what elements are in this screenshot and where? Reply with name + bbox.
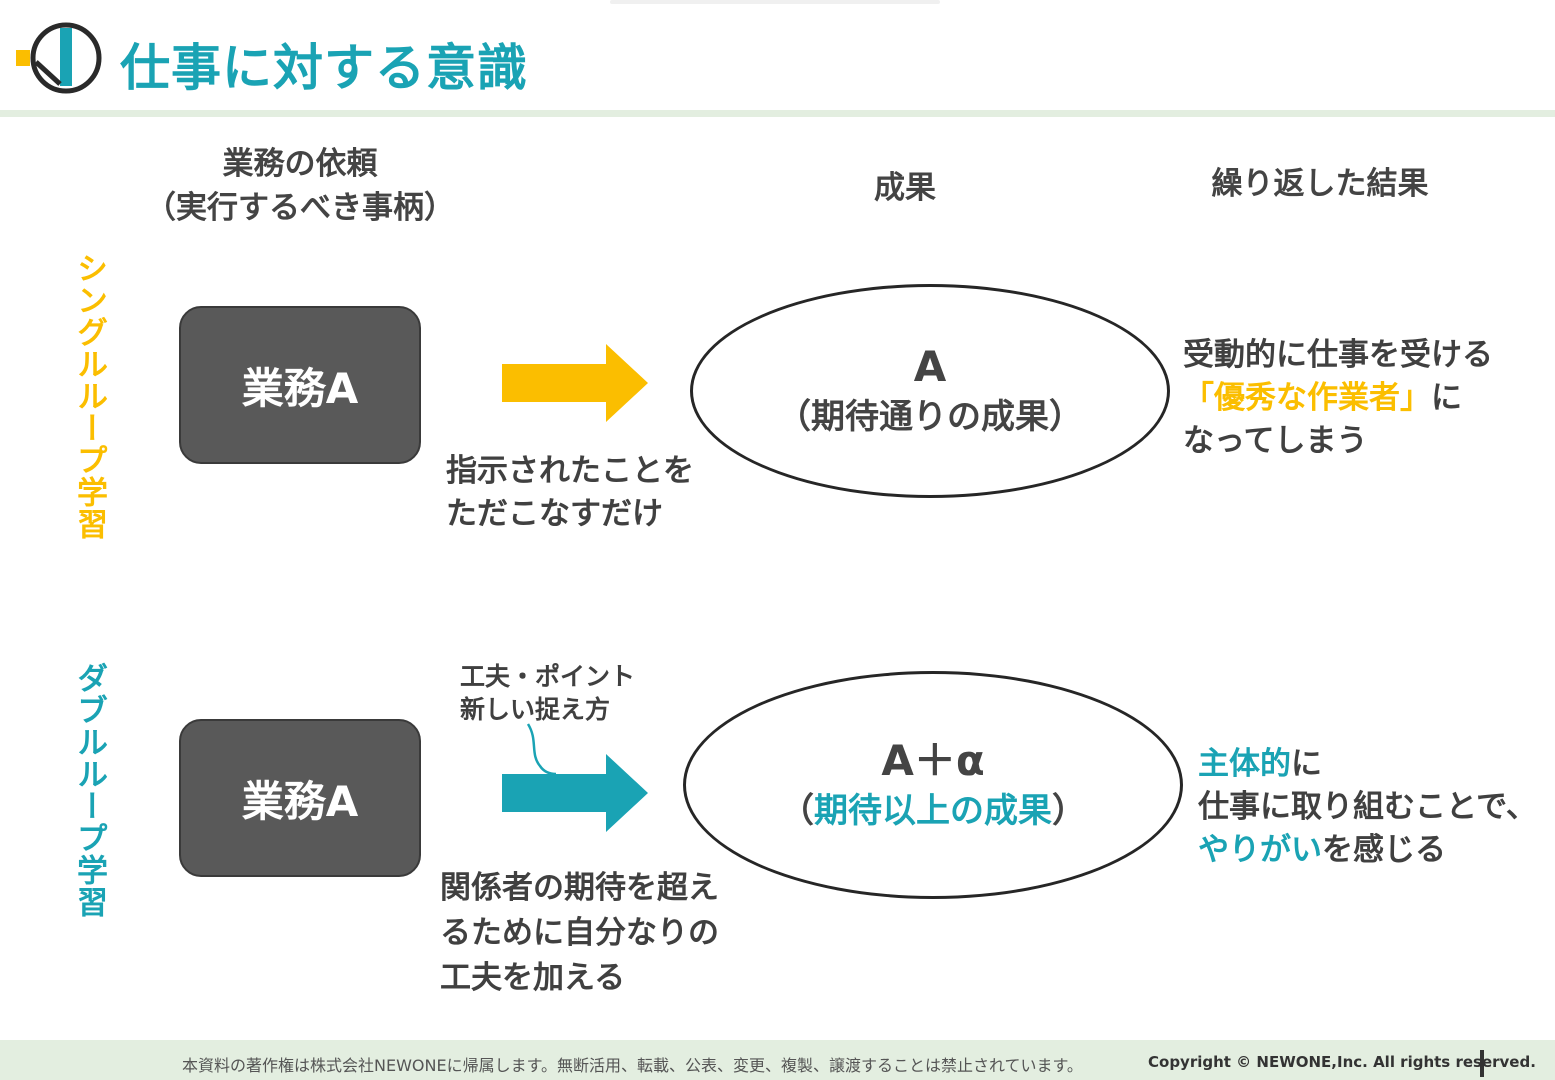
double-loop-outcome-line1: 主体的に xyxy=(1198,743,1537,786)
double-loop-outcome: 主体的に 仕事に取り組むことで、 やりがいを感じる xyxy=(1198,743,1537,872)
column-header-repeat-result: 繰り返した結果 xyxy=(1211,166,1429,202)
single-loop-outcome-line2: 「優秀な作業者」に xyxy=(1183,377,1493,420)
top-shadow xyxy=(610,0,940,4)
footer-copyright-notice: 本資料の著作権は株式会社NEWONEに帰属します。無断活用、転載、公表、変更、複… xyxy=(182,1056,1083,1075)
single-loop-note-line2: ただこなすだけ xyxy=(446,496,663,532)
logo-icon xyxy=(16,22,102,94)
double-loop-label: ダブルループ学習 xyxy=(71,662,107,918)
page-title: 仕事に対する意識 xyxy=(120,39,528,97)
double-loop-task-box: 業務A xyxy=(179,719,421,877)
double-loop-callout-line1: 工夫・ポイント xyxy=(460,662,636,691)
column-header-result: 成果 xyxy=(874,170,936,206)
double-loop-outcome-highlight2: やりがい xyxy=(1198,832,1322,868)
column-header-request: 業務の依頼 （実行するべき事柄） xyxy=(120,142,480,230)
double-loop-note: 関係者の期待を超え るために自分なりの 工夫を加える xyxy=(440,866,719,1001)
double-loop-outcome-line3-suffix: を感じる xyxy=(1322,832,1446,868)
double-loop-result-ellipse: A＋α （期待以上の成果） xyxy=(683,671,1183,899)
double-loop-outcome-highlight1: 主体的 xyxy=(1198,746,1291,782)
header-divider xyxy=(0,110,1555,117)
single-loop-task-box: 業務A xyxy=(179,306,421,464)
single-loop-outcome-line2-suffix: に xyxy=(1431,380,1462,416)
double-loop-result-paren-open: （ xyxy=(780,791,814,831)
double-loop-callout: 工夫・ポイント 新しい捉え方 xyxy=(460,660,635,726)
single-loop-label: シングルループ学習 xyxy=(71,252,107,540)
single-loop-note-line1: 指示されたことを xyxy=(446,453,694,489)
single-loop-outcome-line1: 受動的に仕事を受ける xyxy=(1183,337,1493,373)
single-loop-arrow xyxy=(502,344,648,422)
single-loop-outcome-highlight: 「優秀な作業者」 xyxy=(1183,380,1431,416)
double-loop-note-line1: 関係者の期待を超え xyxy=(440,870,719,906)
double-loop-task-label: 業務A xyxy=(241,776,359,826)
double-loop-note-line2: るために自分なりの xyxy=(440,915,719,951)
single-loop-note: 指示されたことを ただこなすだけ xyxy=(446,450,694,536)
callout-connector xyxy=(526,723,557,776)
single-loop-outcome: 受動的に仕事を受ける 「優秀な作業者」に なってしまう xyxy=(1183,334,1493,463)
single-loop-outcome-line3: なってしまう xyxy=(1183,423,1368,459)
double-loop-outcome-line2: 仕事に取り組むことで、 xyxy=(1198,789,1537,825)
double-loop-result-sub: （期待以上の成果） xyxy=(780,787,1086,835)
single-loop-task-label: 業務A xyxy=(241,363,359,413)
footer-copyright: Copyright © NEWONE,Inc. All rights reser… xyxy=(1148,1053,1536,1071)
footer-page-marker xyxy=(1480,1050,1484,1077)
double-loop-outcome-line1-suffix: に xyxy=(1291,746,1322,782)
column-header-request-line1: 業務の依頼 xyxy=(222,146,378,182)
single-loop-result-ellipse: A （期待通りの成果） xyxy=(690,284,1170,498)
double-loop-result-main: A＋α xyxy=(881,736,985,785)
footer-band xyxy=(0,1040,1555,1080)
column-header-request-line2: （実行するべき事柄） xyxy=(145,190,455,226)
double-loop-result-paren-close: ） xyxy=(1052,791,1086,831)
double-loop-callout-line2: 新しい捉え方 xyxy=(460,695,611,724)
double-loop-note-line3: 工夫を加える xyxy=(440,960,626,996)
single-loop-result-main: A xyxy=(913,342,947,391)
double-loop-outcome-line3: やりがいを感じる xyxy=(1198,829,1537,872)
double-loop-result-highlight: 期待以上の成果 xyxy=(814,791,1052,831)
double-loop-arrow xyxy=(502,754,648,832)
single-loop-result-sub: （期待通りの成果） xyxy=(777,397,1083,437)
